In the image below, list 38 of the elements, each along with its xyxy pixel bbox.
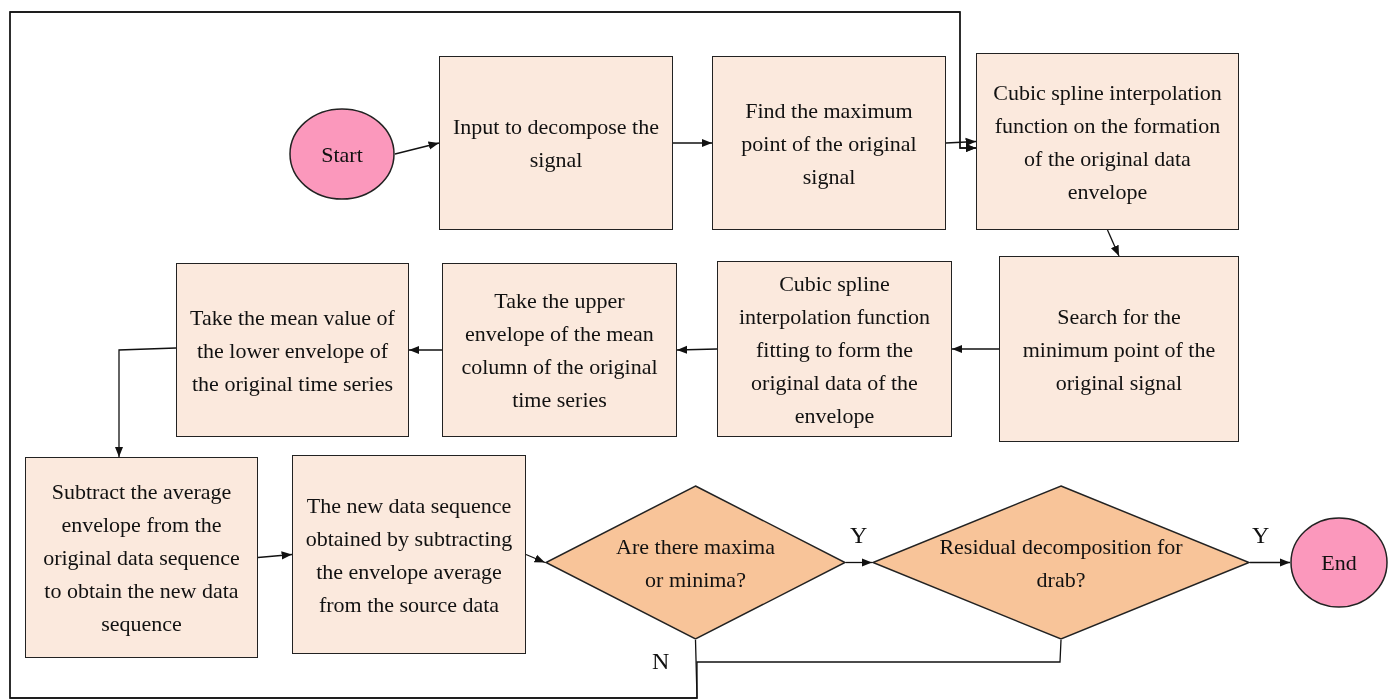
arrow xyxy=(1249,558,1291,567)
node-text: Cubic spline interpolation function on the formation of the original data envelope xyxy=(992,78,1223,206)
arrow xyxy=(676,345,718,354)
arrow xyxy=(257,551,293,560)
node-text: The new data sequence obtained by subtracting the envelope average from the source data xyxy=(305,491,513,619)
process-box xyxy=(176,263,409,437)
process-box xyxy=(712,56,946,230)
process-box xyxy=(439,56,673,230)
node-text: Cubic spline interpolation function fitting to form the original data of the envelope xyxy=(737,269,932,430)
terminal-ellipse xyxy=(289,108,395,200)
terminal-ellipse xyxy=(1290,517,1388,608)
arrow xyxy=(114,347,177,458)
decision-diamond xyxy=(872,485,1250,640)
process-box xyxy=(442,263,677,437)
arrow xyxy=(408,345,443,355)
arrow xyxy=(951,344,1000,354)
arrow xyxy=(525,553,546,564)
arrow xyxy=(1106,229,1120,257)
node-text: Are there maxima or minima? xyxy=(615,532,776,594)
arrow xyxy=(845,558,873,567)
node-text: Residual decomposition for drab? xyxy=(938,532,1184,594)
process-box xyxy=(717,261,952,437)
decision-diamond xyxy=(545,485,846,640)
process-box xyxy=(976,53,1239,230)
process-box xyxy=(292,455,526,654)
node-text: Subtract the average envelope from the original data sequence to obtain the new data sequence xyxy=(42,478,241,638)
node-text: Take the mean value of the lower envelope of the original time series xyxy=(189,303,396,398)
node-text: Start xyxy=(321,140,363,169)
node-text: Search for the minimum point of the original signal xyxy=(1021,302,1217,397)
arrow xyxy=(672,138,713,148)
node-text: Input to decompose the signal xyxy=(452,113,660,174)
node-text: End xyxy=(1321,549,1357,577)
process-box xyxy=(999,256,1239,442)
arrow xyxy=(945,137,977,147)
node-text: Find the maximum point of the original signal xyxy=(740,96,918,191)
arrow xyxy=(394,141,440,155)
process-box xyxy=(25,457,258,658)
node-text: Take the upper envelope of the mean column of the original time series xyxy=(460,287,659,414)
